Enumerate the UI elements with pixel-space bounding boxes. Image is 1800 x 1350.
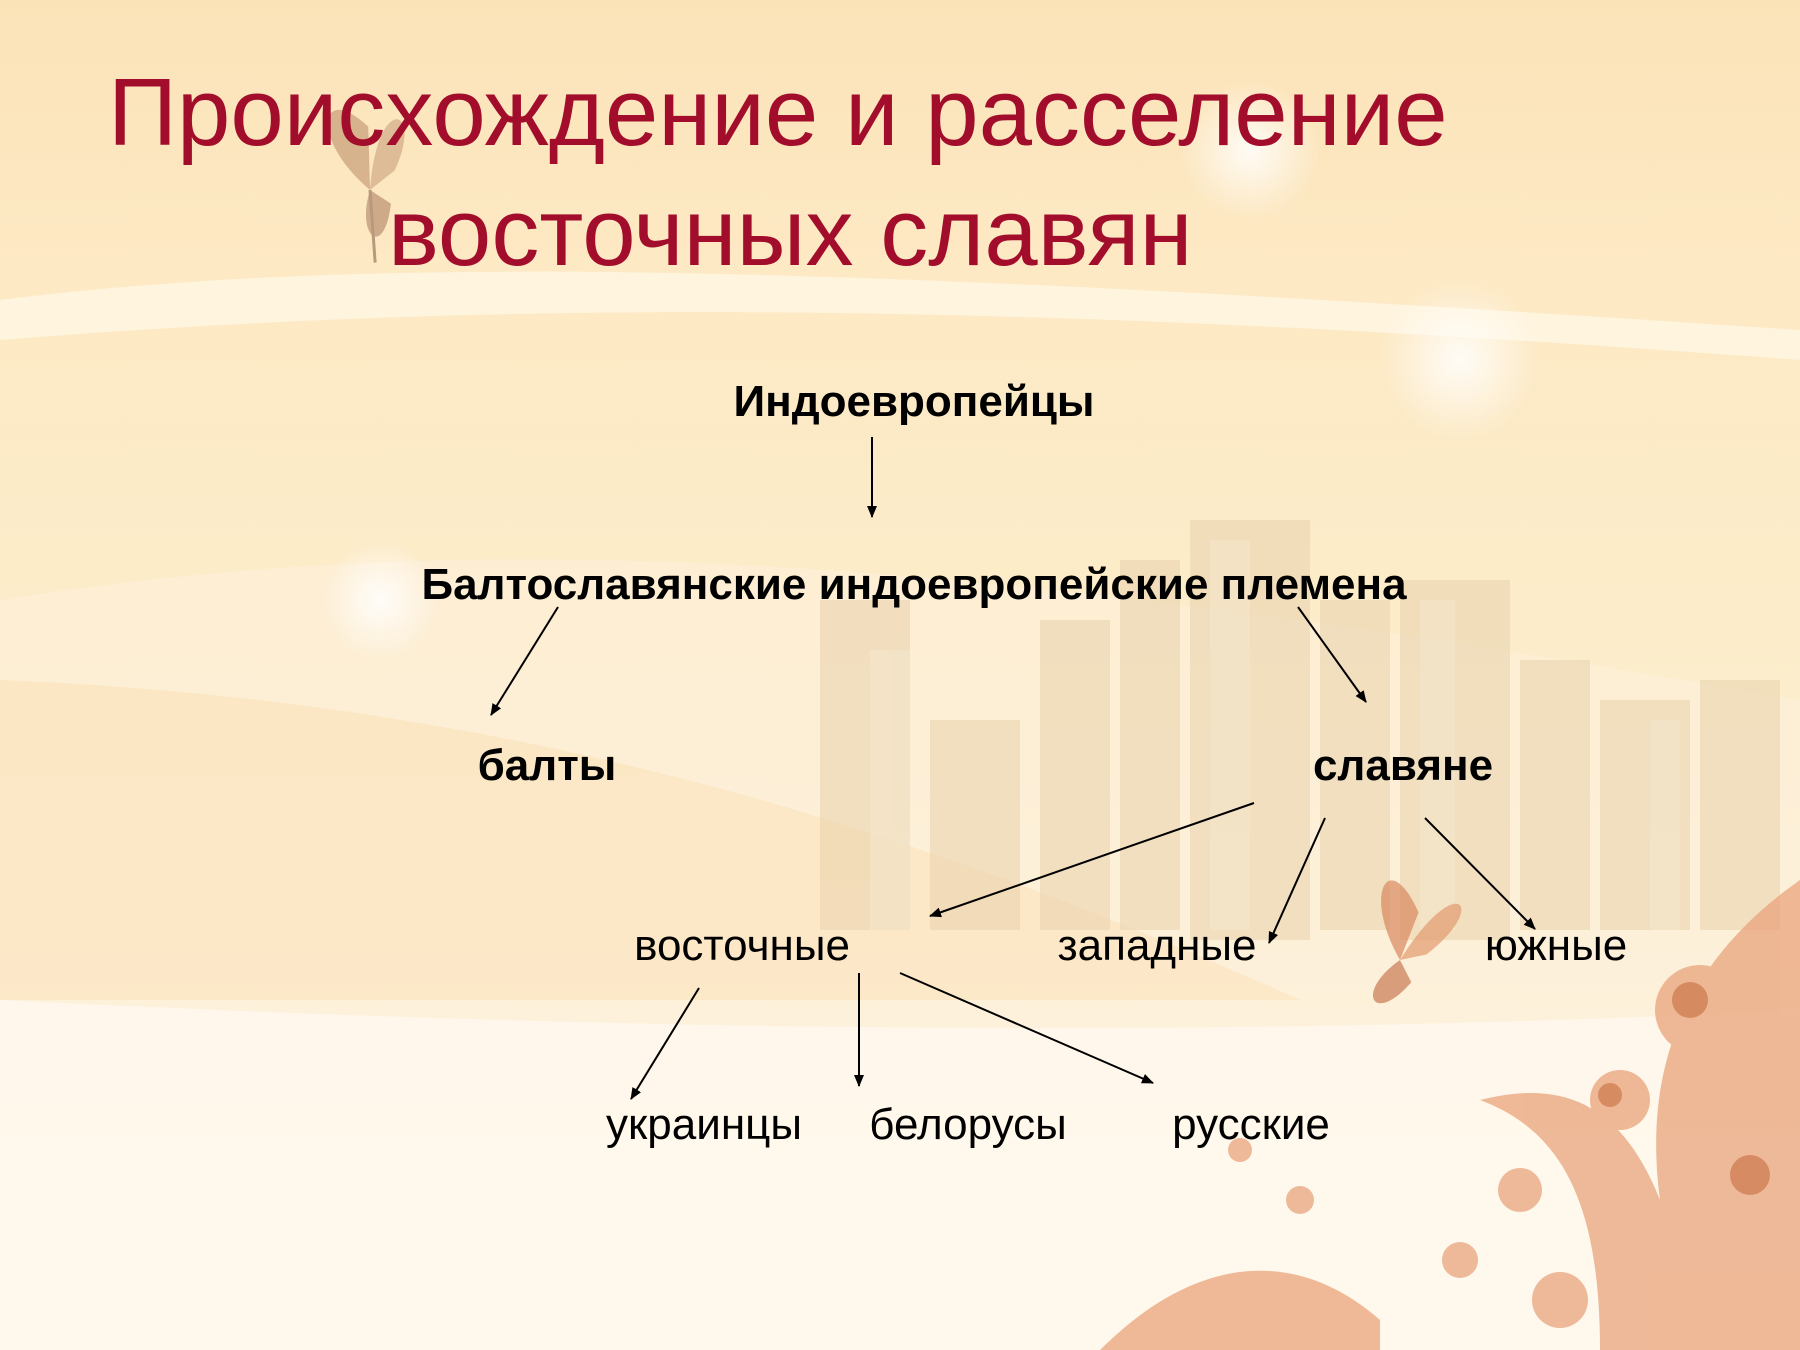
light-glow bbox=[1180, 80, 1320, 220]
node-west-slavs: западные bbox=[1057, 921, 1257, 970]
node-balts: балты bbox=[477, 741, 617, 790]
node-slavs: славяне bbox=[1312, 741, 1494, 790]
node-south-slavs: южные bbox=[1484, 921, 1628, 970]
node-russians: русские bbox=[1172, 1100, 1330, 1149]
node-baltoslavic-tribes: Балтославянские индоевропейские племена bbox=[421, 560, 1407, 609]
node-ukrainians: украинцы bbox=[606, 1100, 802, 1149]
node-indoeuropeans: Индоевропейцы bbox=[733, 377, 1095, 426]
butterfly-icon bbox=[327, 109, 405, 263]
light-glow bbox=[1380, 280, 1540, 440]
node-belarusians: белорусы bbox=[869, 1100, 1067, 1149]
node-east-slavs: восточные bbox=[634, 921, 850, 970]
light-glow bbox=[320, 540, 440, 660]
floral-ornament bbox=[1598, 982, 1770, 1195]
slide-title-line-1: Происхождение и расселение bbox=[108, 59, 1448, 166]
slide-title-line-2: восточных славян bbox=[388, 179, 1193, 286]
wave-band bbox=[0, 271, 1800, 360]
wave-band bbox=[0, 1000, 1800, 1350]
